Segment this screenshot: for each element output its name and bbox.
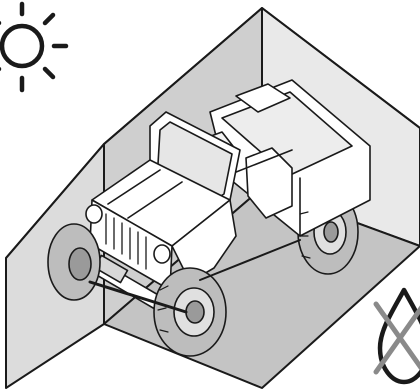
no-water-drop-icon xyxy=(376,290,420,382)
front-left-tire xyxy=(48,224,100,300)
right-headlight xyxy=(154,245,170,263)
sun-icon xyxy=(0,4,66,90)
left-headlight xyxy=(86,205,102,223)
front-right-tire xyxy=(154,268,226,356)
